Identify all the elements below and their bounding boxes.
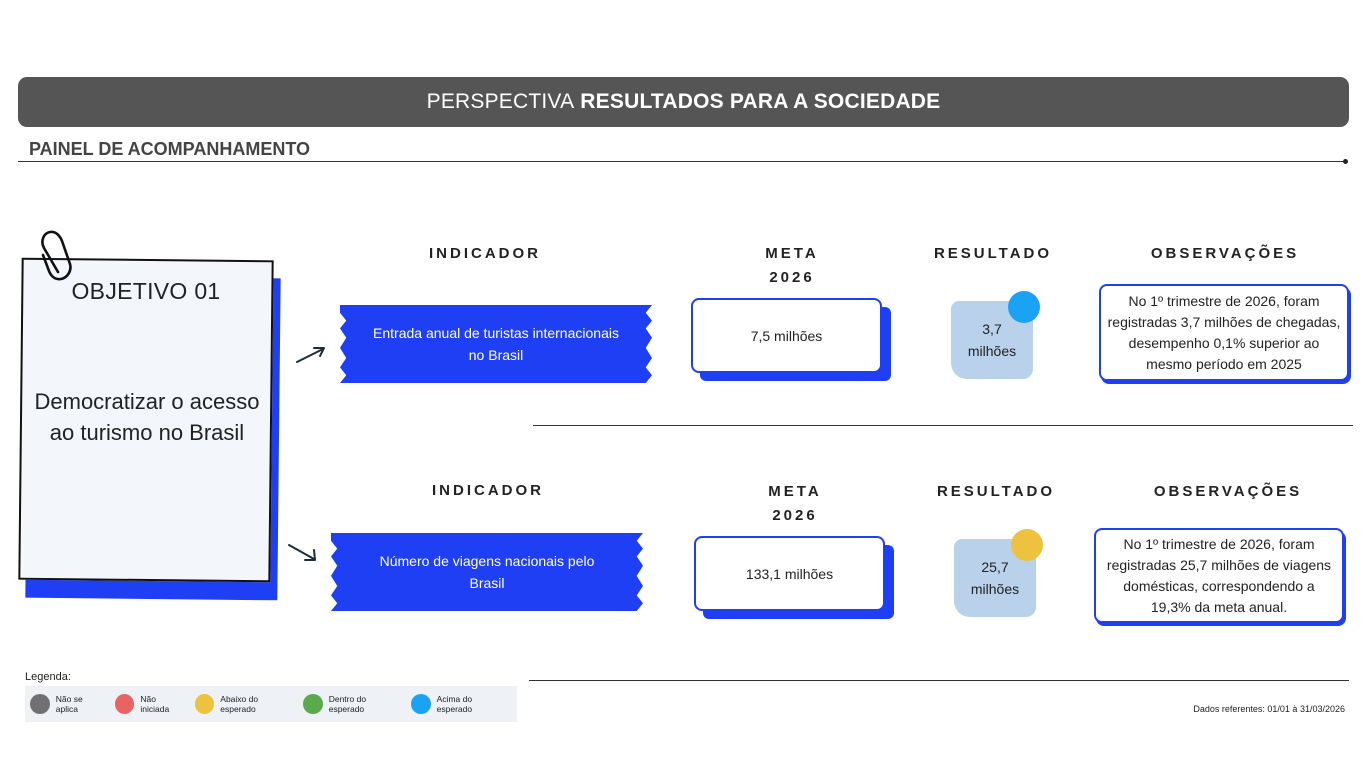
row1-meta-value: 7,5 milhões xyxy=(691,298,882,373)
perspective-header: PERSPECTIVA RESULTADOS PARA A SOCIEDADE xyxy=(18,77,1349,127)
row1-status-dot xyxy=(1008,291,1040,323)
legend-label: Não iniciada xyxy=(140,694,170,714)
legend-dot xyxy=(30,694,50,714)
legend-item: Não se aplica xyxy=(30,694,107,714)
row2-result-header: RESULTADO xyxy=(936,483,1056,500)
row2-meta-value: 133,1 milhões xyxy=(694,536,885,611)
row2-indicator-ribbon: Número de viagens nacionais pelo Brasil xyxy=(331,533,643,611)
legend-label: Não se aplica xyxy=(55,694,83,714)
legend-dot xyxy=(410,694,431,714)
legend-title: Legenda: xyxy=(25,671,71,683)
objective-text: Democratizar o acesso ao turismo no Bras… xyxy=(34,389,260,445)
panel-divider xyxy=(18,161,1344,162)
objective-title: OBJETIVO 01 xyxy=(71,278,221,304)
row2-indicator-header: INDICADOR xyxy=(432,482,544,499)
header-prefix: PERSPECTIVA xyxy=(426,90,575,113)
row-divider xyxy=(533,425,1353,426)
legend-item: Não iniciada xyxy=(114,694,187,714)
row2-observations-header: OBSERVAÇÕES xyxy=(1153,483,1303,500)
arrow-row2-icon xyxy=(288,544,316,561)
legend-dot xyxy=(194,694,215,714)
row1-meta-header: META 2026 xyxy=(765,245,819,286)
bottom-divider xyxy=(529,680,1349,681)
legend-item: Dentro do esperado xyxy=(302,694,403,714)
legend-dot xyxy=(114,694,135,714)
legend-label: Acima do esperado xyxy=(436,694,473,714)
legend-item: Acima do esperado xyxy=(410,694,509,714)
legend-item: Abaixo do esperado xyxy=(194,694,295,714)
header-title: RESULTADOS PARA A SOCIEDADE xyxy=(580,90,941,113)
row1-observations-header: OBSERVAÇÕES xyxy=(1150,245,1300,262)
row1-observation: No 1º trimestre de 2026, foram registrad… xyxy=(1099,284,1349,381)
data-reference-footnote: Dados referentes: 01/01 à 31/03/2026 xyxy=(1193,704,1345,714)
row1-indicator-header: INDICADOR xyxy=(429,245,541,262)
row1-indicator-ribbon: Entrada anual de turistas internacionais… xyxy=(340,305,652,383)
legend-dot xyxy=(302,694,323,714)
panel-title: PAINEL DE ACOMPANHAMENTO xyxy=(29,139,311,159)
row2-observation: No 1º trimestre de 2026, foram registrad… xyxy=(1094,528,1344,623)
panel-divider-dot xyxy=(1343,159,1348,164)
legend: Não se aplica Não iniciada Abaixo do esp… xyxy=(25,686,517,722)
row2-status-dot xyxy=(1011,529,1043,561)
row2-meta-header: META 2026 xyxy=(768,483,822,524)
paperclip-icon xyxy=(41,230,72,281)
legend-label: Dentro do esperado xyxy=(328,694,367,714)
legend-label: Abaixo do esperado xyxy=(220,694,259,714)
arrow-row1-icon xyxy=(296,347,325,363)
row1-result-header: RESULTADO xyxy=(933,245,1053,262)
